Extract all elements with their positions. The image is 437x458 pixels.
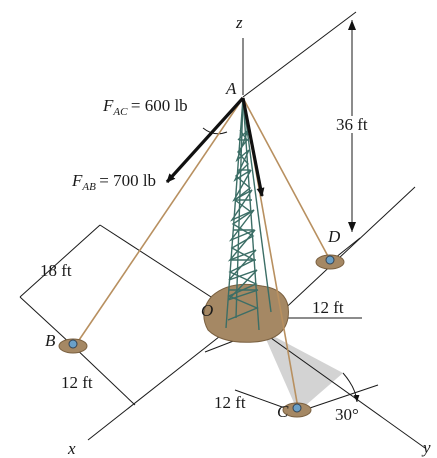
height-dim-top: [242, 11, 357, 98]
axis-x-label: x: [68, 439, 76, 458]
y-axis-line: [242, 317, 426, 449]
cable-ad: [242, 97, 331, 261]
x-axis-line: [87, 317, 244, 441]
axis-z-label: z: [236, 13, 243, 32]
force-fac-value: = 600 lb: [130, 96, 188, 115]
force-fac-symbol: F: [103, 96, 114, 115]
point-a-label: A: [226, 79, 237, 98]
o-to-d-label: 12 ft: [312, 298, 344, 317]
force-fab-subscript: AB: [82, 181, 96, 193]
dim18-line: [19, 224, 101, 298]
lattice-tower: [225, 97, 272, 331]
force-fac-subscript: AC: [113, 106, 128, 118]
force-fab-symbol: F: [72, 171, 83, 190]
angle-ray: [297, 384, 379, 413]
height-dimension-label: 36 ft: [334, 115, 370, 134]
anchor-b: [58, 338, 88, 354]
o-to-c-label: 12 ft: [214, 393, 246, 412]
height-dim-arrow-top: [348, 20, 356, 30]
origin-o-label: O: [201, 301, 214, 320]
b-offset-y-label: 12 ft: [61, 373, 93, 392]
force-fab-arrow: [165, 96, 245, 184]
force-fab-value: = 700 lb: [99, 171, 157, 190]
point-c-label: C: [277, 402, 289, 421]
dim12b-extension: [71, 344, 136, 406]
force-fac-arrow: [241, 97, 265, 197]
anchor-c: [282, 402, 312, 418]
angle-arc: [342, 372, 360, 403]
point-b-label: B: [45, 331, 56, 350]
dim18-extension: [19, 296, 73, 346]
force-fac-label: FAC = 600 lb: [103, 97, 188, 121]
angle-label: 30°: [335, 405, 359, 424]
force-fab-label: FAB = 700 lb: [72, 172, 156, 196]
b-offset-x-label: 18 ft: [40, 261, 72, 280]
angle-shade-region: [262, 330, 343, 412]
tower-base-ground: [203, 283, 289, 343]
height-dim-arrow-bottom: [348, 222, 356, 232]
axis-y-label: y: [423, 438, 431, 457]
cable-ab: [74, 97, 244, 347]
fac-angle-arc: [202, 127, 228, 135]
anchor-d: [315, 254, 345, 270]
point-d-label: D: [328, 227, 341, 246]
